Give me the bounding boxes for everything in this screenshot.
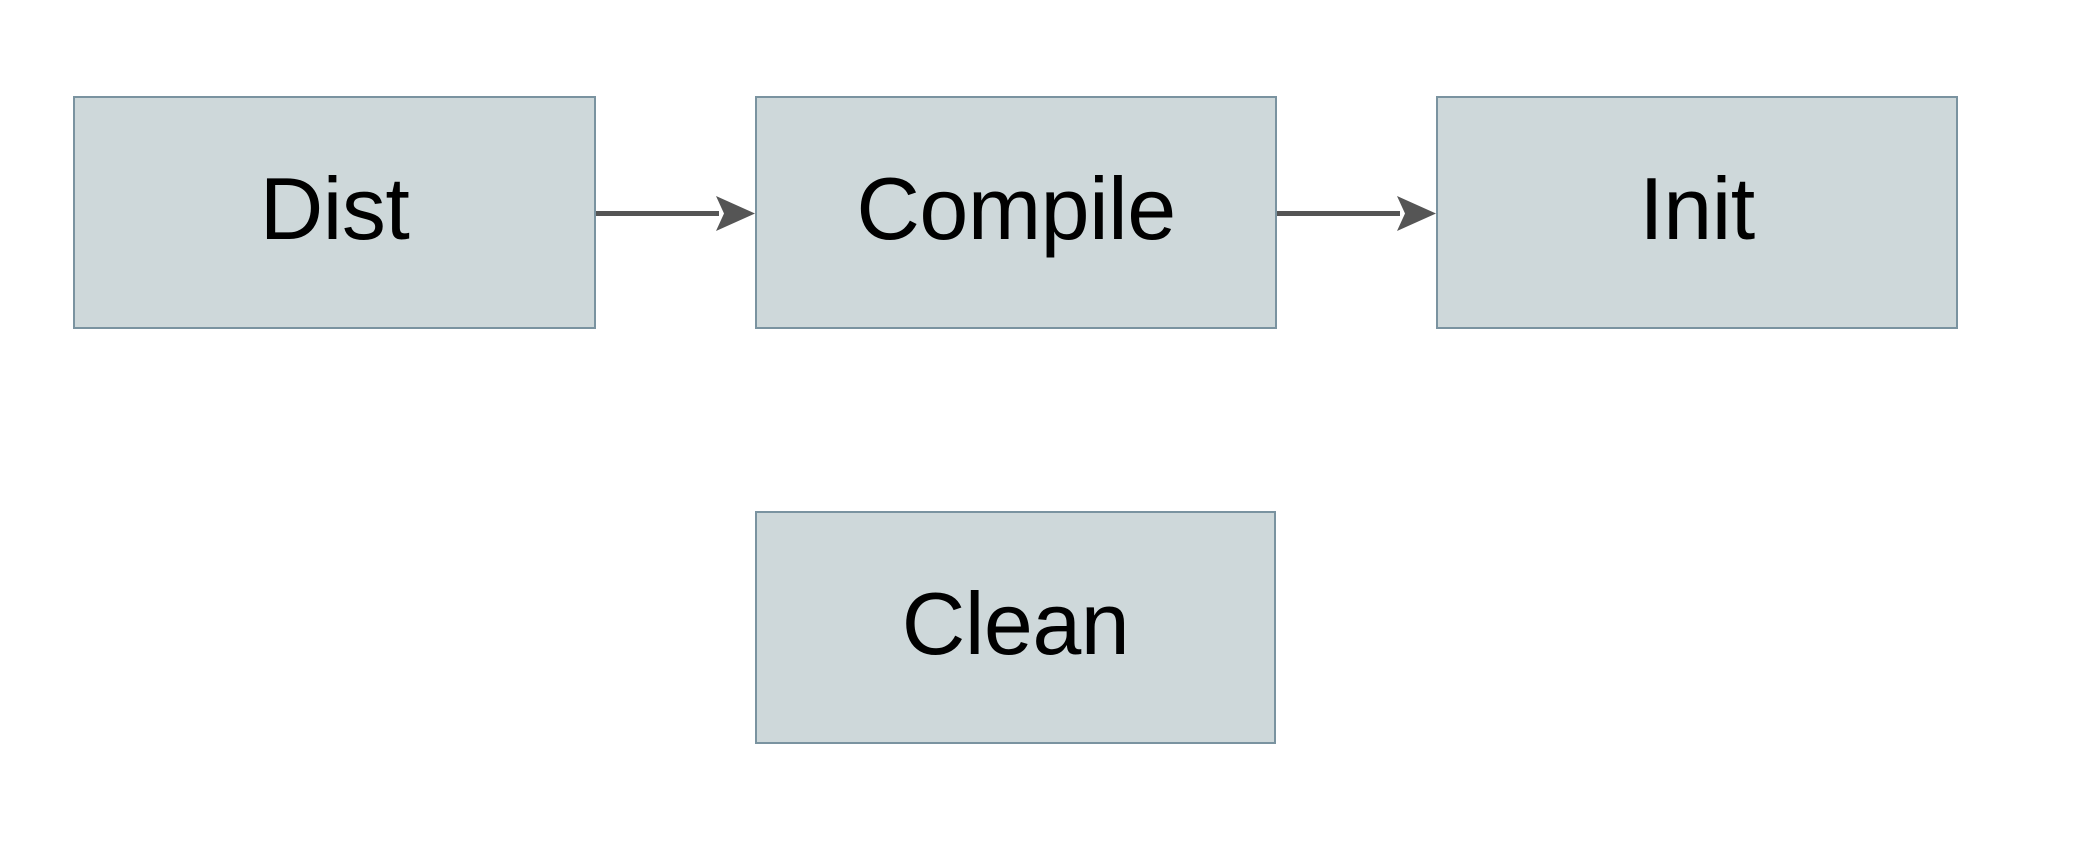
arrowhead-dist-compile (716, 196, 755, 231)
node-dist-label: Dist (259, 158, 410, 258)
node-init[interactable]: Init (1436, 96, 1958, 329)
node-clean-label: Clean (901, 573, 1130, 673)
edge-dist-to-compile (596, 196, 755, 231)
edge-compile-to-init (1277, 196, 1436, 231)
node-clean[interactable]: Clean (755, 511, 1276, 744)
node-compile[interactable]: Compile (755, 96, 1277, 329)
arrowhead-compile-init (1397, 196, 1436, 231)
node-dist[interactable]: Dist (73, 96, 596, 329)
node-compile-label: Compile (856, 158, 1176, 258)
node-init-label: Init (1639, 158, 1755, 258)
